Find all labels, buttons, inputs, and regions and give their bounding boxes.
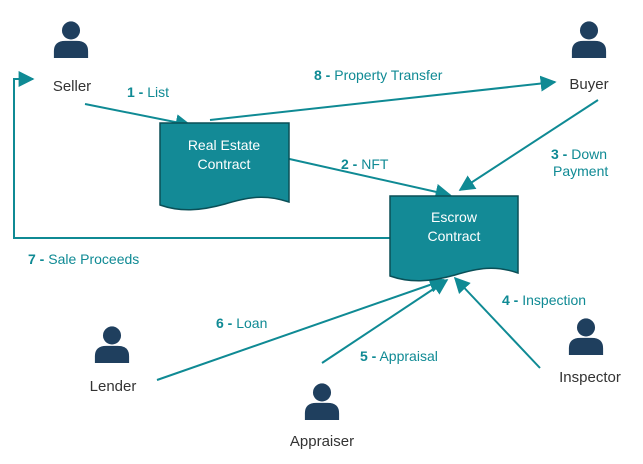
step-1-label: 1 - List	[127, 84, 169, 100]
step-5-label: 5 - Appraisal	[360, 348, 438, 364]
arrow-appraisal	[321, 279, 449, 364]
escrow-contract-line2: Contract	[428, 228, 481, 244]
seller-label: Seller	[53, 78, 91, 95]
arrow-loan	[156, 277, 446, 381]
real-estate-contract: Real Estate Contract	[159, 122, 290, 211]
buyer-person-icon	[571, 21, 607, 58]
svg-text:Escrow: Escrow	[431, 209, 478, 225]
svg-text:Contract: Contract	[198, 156, 251, 172]
step-8-label: 8 - Property Transfer	[314, 67, 443, 83]
appraiser-person-icon	[304, 383, 340, 420]
real-estate-contract-line2: Contract	[198, 156, 251, 172]
arrow-sale-proceeds	[13, 71, 390, 239]
inspector-label: Inspector	[559, 369, 621, 386]
step-6-label: 6 - Loan	[216, 315, 267, 331]
step-2-label: 2 - NFT	[341, 156, 389, 172]
arrow-down-payment	[458, 99, 599, 191]
lender-label: Lender	[90, 378, 137, 395]
arrow-inspection	[453, 276, 541, 369]
escrow-contract: Escrow Contract	[389, 195, 519, 282]
arrow-nft	[284, 157, 452, 200]
escrow-contract-line1: Escrow	[431, 209, 478, 225]
buyer-label: Buyer	[569, 76, 608, 93]
real-estate-contract-line1: Real Estate	[188, 137, 261, 153]
svg-text:Contract: Contract	[428, 228, 481, 244]
lender-person-icon	[94, 326, 130, 363]
step-3-label: 3 - Down	[551, 146, 607, 162]
arrow-property-transfer	[209, 75, 557, 121]
inspector-person-icon	[568, 318, 604, 355]
seller-person-icon	[53, 21, 89, 58]
step-3-label-line2: Payment	[553, 163, 608, 179]
step-4-label: 4 - Inspection	[502, 292, 586, 308]
appraiser-label: Appraiser	[290, 433, 354, 450]
svg-text:Real Estate: Real Estate	[188, 137, 261, 153]
step-7-label: 7 - Sale Proceeds	[28, 251, 139, 267]
real-estate-contract-shape	[159, 122, 290, 211]
escrow-contract-shape	[389, 195, 519, 282]
arrow-list	[84, 103, 192, 131]
